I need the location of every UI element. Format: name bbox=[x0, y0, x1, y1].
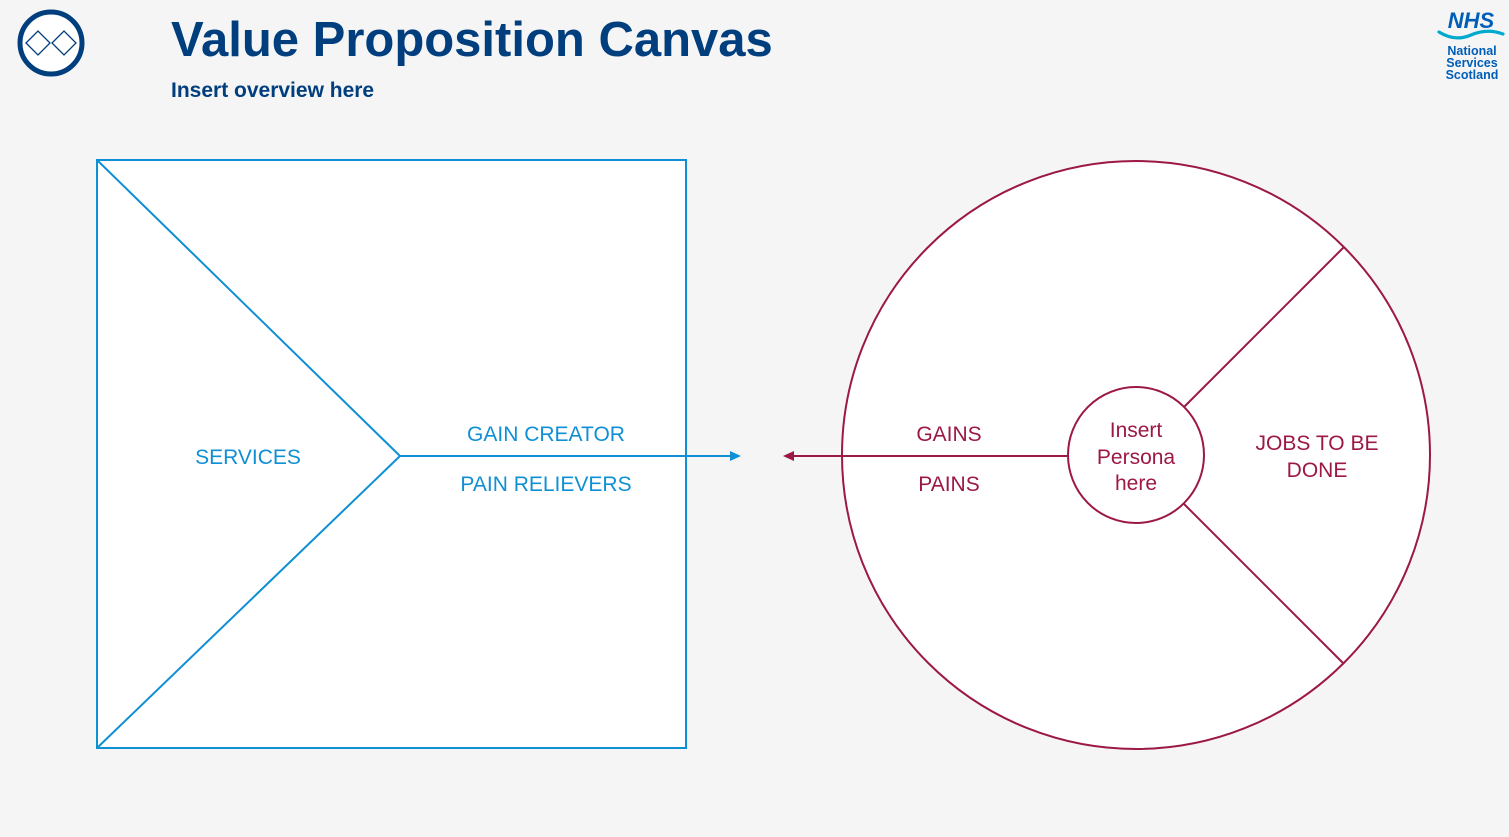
nhs-logo-line-3: Scotland bbox=[1446, 68, 1499, 82]
value-map-divider-bottom bbox=[96, 455, 401, 749]
value-map-divider-top bbox=[96, 159, 401, 457]
value-map-square bbox=[96, 159, 687, 749]
gains-label: GAINS bbox=[916, 423, 981, 446]
persona-label-line-3: here bbox=[1115, 472, 1157, 495]
page-title: Value Proposition Canvas bbox=[171, 13, 773, 67]
value-map: SERVICES GAIN CREATOR PAIN RELIEVERS bbox=[96, 159, 741, 749]
nhs-logo-line-1: National bbox=[1447, 44, 1496, 58]
pain-relievers-label: PAIN RELIEVERS bbox=[460, 473, 631, 496]
nhs-wave-icon bbox=[1437, 29, 1505, 40]
customer-profile-divider-top bbox=[1182, 246, 1345, 409]
customer-profile-divider-bottom bbox=[1182, 502, 1345, 665]
gain-creator-label: GAIN CREATOR bbox=[467, 423, 625, 446]
double-diamond-logo-icon bbox=[17, 9, 85, 77]
services-label: SERVICES bbox=[195, 446, 301, 469]
persona-circle bbox=[1067, 386, 1205, 524]
nhs-logo: NHS National Services Scotland bbox=[1437, 8, 1505, 82]
persona-label-line-1: Insert bbox=[1110, 419, 1163, 442]
page-subtitle: Insert overview here bbox=[171, 79, 375, 102]
nhs-logo-line-2: Services bbox=[1446, 56, 1497, 70]
value-map-arrowhead-icon bbox=[730, 451, 741, 461]
persona-label-line-2: Persona bbox=[1097, 446, 1176, 469]
jobs-label-line-1: JOBS TO BE bbox=[1256, 432, 1379, 455]
jobs-label-line-2: DONE bbox=[1287, 459, 1348, 482]
nhs-logo-mark: NHS bbox=[1448, 8, 1495, 33]
customer-profile: Insert Persona here GAINS PAINS JOBS TO … bbox=[783, 160, 1431, 750]
pains-label: PAINS bbox=[918, 473, 979, 496]
customer-profile-arrowhead-icon bbox=[783, 451, 794, 461]
